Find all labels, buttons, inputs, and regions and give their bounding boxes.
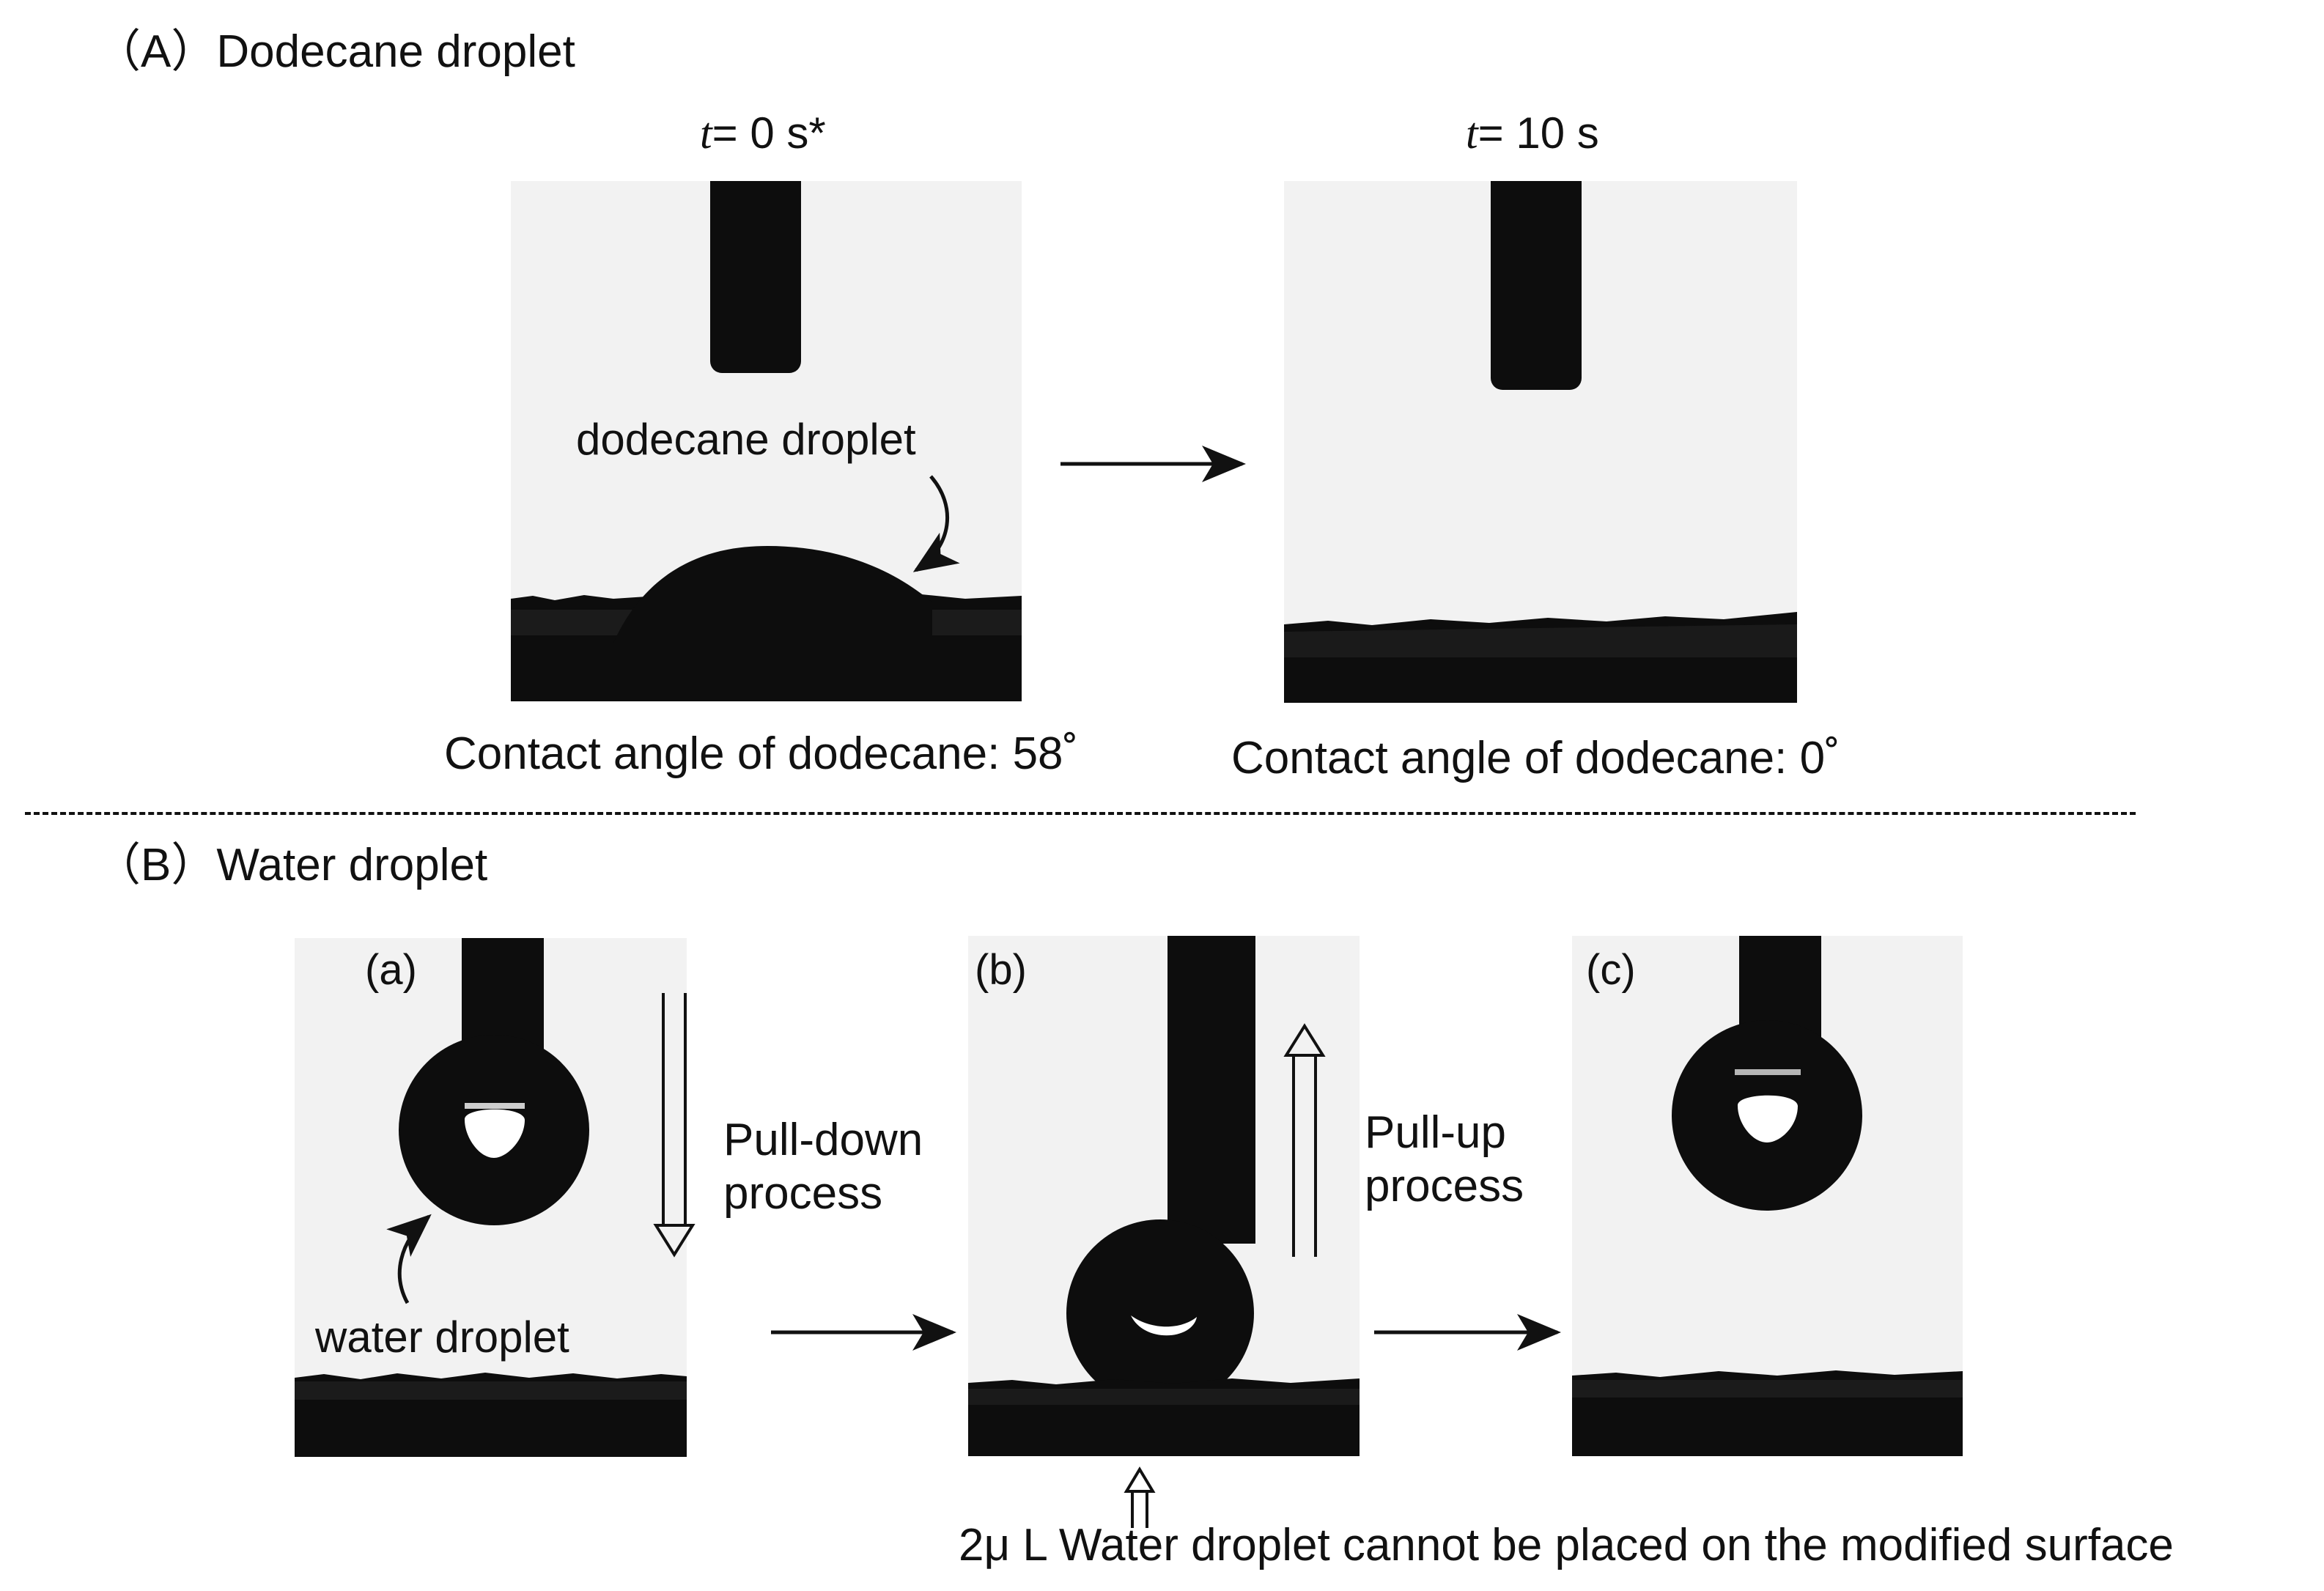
photo-water-c-drawing	[1572, 936, 1963, 1456]
photo-dodecane-t10-drawing	[1284, 181, 1797, 703]
panel-b-label: (b)	[975, 946, 1027, 994]
pull-up-label-line1: Pull-up	[1365, 1107, 1506, 1158]
drop-highlight	[1737, 1095, 1798, 1143]
panel-a-label: (a)	[365, 946, 417, 994]
photo-water-c	[1572, 936, 1963, 1456]
needle-top	[710, 181, 801, 210]
water-droplet-label: water droplet	[315, 1313, 569, 1362]
section-b-title: （B）Water droplet	[95, 840, 488, 890]
section-a-title: （A）Dodecane droplet	[95, 26, 575, 77]
pull-down-label-line2: process	[723, 1168, 883, 1219]
time-var-left: t	[700, 109, 712, 158]
time-label-right: t= 10 s	[1466, 108, 1599, 158]
bottom-note: 2μ L Water droplet cannot be placed on t…	[959, 1520, 2174, 1570]
time-value-left: = 0 s*	[712, 108, 826, 158]
time-var-right: t	[1466, 109, 1478, 158]
small-up-double-arrow	[1124, 1466, 1156, 1528]
substrate-haze	[1284, 624, 1797, 657]
photo-water-a	[295, 938, 687, 1457]
photo-dodecane-t10	[1284, 181, 1797, 703]
drop-highlight-bar	[1735, 1069, 1801, 1075]
substrate-haze	[1572, 1380, 1963, 1398]
substrate	[1284, 612, 1797, 703]
photo-dodecane-t0	[511, 181, 1022, 701]
needle-top	[1491, 181, 1582, 210]
photo-water-a-drawing	[295, 938, 687, 1457]
pull-up-label-line2: process	[1365, 1161, 1524, 1211]
pull-down-label-line1: Pull-down	[723, 1115, 923, 1165]
drop-highlight-bar	[465, 1103, 525, 1109]
photo-water-b-drawing	[968, 936, 1360, 1456]
contact-angle-left: Contact angle of dodecane: 58˚	[444, 728, 1079, 779]
time-value-right: = 10 s	[1478, 108, 1599, 158]
time-label-left: t= 0 s*	[700, 108, 826, 158]
photo-dodecane-t0-drawing	[511, 181, 1022, 701]
panel-c-label: (c)	[1586, 946, 1636, 994]
water-drop	[1066, 1219, 1254, 1407]
section-divider	[25, 812, 2136, 815]
substrate	[968, 1378, 1360, 1456]
needle	[1491, 181, 1582, 390]
drop-highlight	[1131, 1315, 1197, 1336]
contact-angle-right: Contact angle of dodecane: 0˚	[1231, 733, 1840, 783]
dodecane-droplet-label: dodecane droplet	[576, 415, 916, 464]
substrate-haze	[968, 1389, 1360, 1405]
needle	[1167, 936, 1255, 1244]
substrate-haze	[295, 1381, 687, 1400]
dodecane-drop	[613, 546, 932, 650]
needle	[710, 181, 801, 373]
photo-water-b	[968, 936, 1360, 1456]
drop-highlight	[464, 1109, 525, 1158]
